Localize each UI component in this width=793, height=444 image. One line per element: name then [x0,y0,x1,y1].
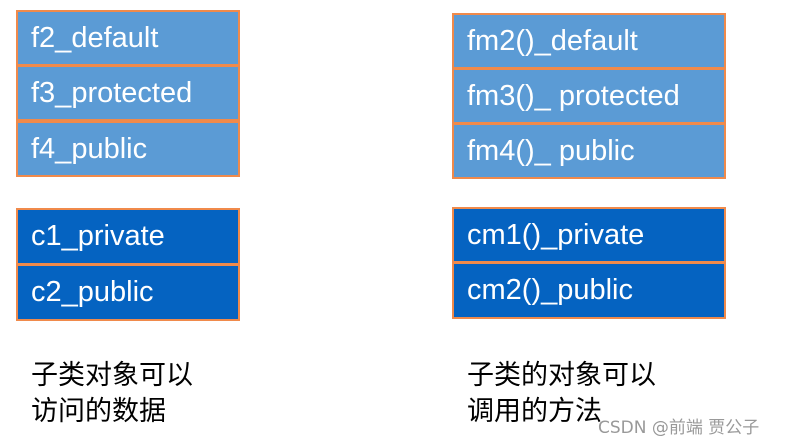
left-caption-line-1: 子类对象可以 [31,360,193,391]
field-c2-public: c2_public [16,264,240,321]
method-cm2-public: cm2()_public [452,262,726,319]
field-c1-private: c1_private [16,208,240,265]
method-cm1-private: cm1()_private [452,207,726,263]
watermark: CSDN @前端 贾公子 [598,418,760,438]
field-f4-public: f4_public [16,121,240,177]
method-fm3-protected: fm3()_ protected [452,68,726,124]
method-fm2-default: fm2()_default [452,13,726,69]
right-caption-line-1: 子类的对象可以 [467,360,656,391]
field-f3-protected: f3_protected [16,65,240,121]
left-caption-line-2: 访问的数据 [31,396,166,427]
left-caption: 子类对象可以访问的数据 [31,358,193,430]
method-fm4-public: fm4()_ public [452,123,726,179]
right-caption-line-2: 调用的方法 [467,396,602,427]
right-caption: 子类的对象可以调用的方法 [467,358,656,430]
field-f2-default: f2_default [16,10,240,66]
